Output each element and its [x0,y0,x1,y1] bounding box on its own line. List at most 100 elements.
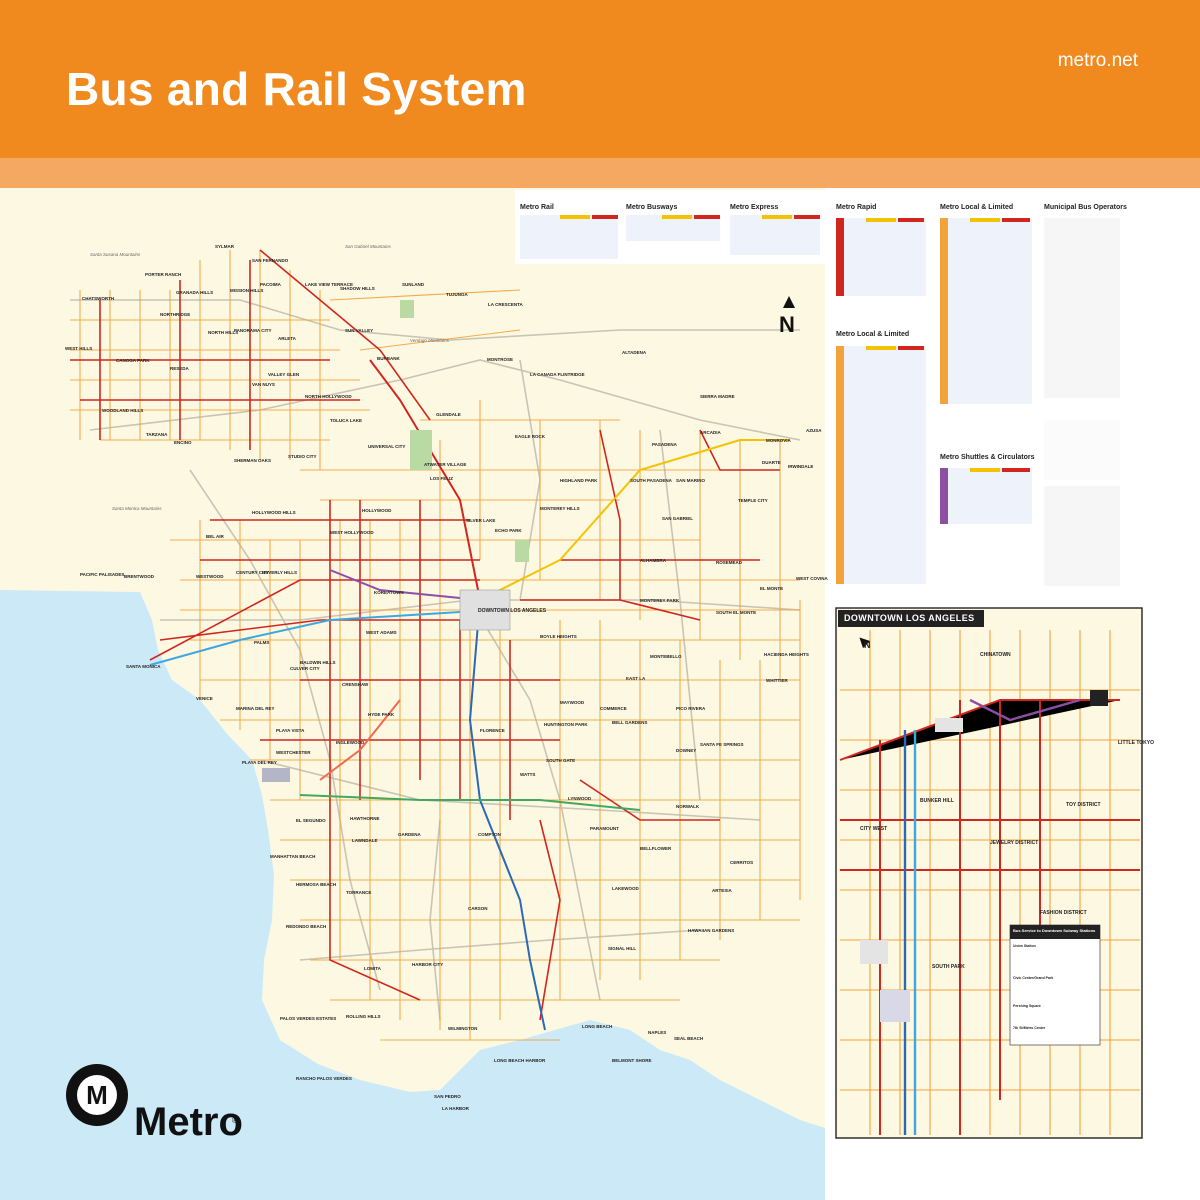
rapid-bus-lines [70,249,780,1021]
station-union[interactable]: Union Station [1013,944,1036,948]
table-header-bars [560,215,1030,472]
place-label: BELLFLOWER [640,846,672,851]
place-label: BELL GARDENS [612,720,648,725]
place-label: DOWNEY [676,748,697,753]
place-label: LAWNDALE [352,838,378,843]
place-label: SOUTH EL MONTE [716,610,757,615]
place-label: SANTA MONICA [126,664,161,669]
place-label: CULVER CITY [290,666,320,671]
place-label: SIERRA MADRE [700,394,735,399]
place-label: WEST ADAMS [366,630,397,635]
place-label: HAWTHORNE [350,816,380,821]
place-label: HYDE PARK [368,712,395,717]
place-label: WATTS [520,772,536,777]
place-label: NORWALK [676,804,700,809]
table-title-metro-shuttles: Metro Shuttles & Circulators [940,454,1035,461]
place-label: PACIFIC PALISADES [80,572,125,577]
place-label: VENICE [196,696,213,701]
place-label: CENTURY CITY [236,570,270,575]
north-label: N [779,312,795,337]
place-label: HAWAIIAN GARDENS [688,928,735,933]
downtown-label: DOWNTOWN LOS ANGELES [478,608,547,614]
place-label: PASADENA [652,442,677,447]
place-label: ECHO PARK [495,528,522,533]
place-label: SUNLAND [402,282,424,287]
place-label: SHADOW HILLS [340,286,375,291]
place-label: TARZANA [146,432,168,437]
local-bus-lines [70,250,801,1041]
place-label: SAN PEDRO [434,1094,461,1099]
mountain-label: San Gabriel Mountains [345,244,391,249]
place-label: ALHAMBRA [640,558,666,563]
place-label: WHITTIER [766,678,788,683]
station-7th-metro-center[interactable]: 7th St/Metro Center [1013,1026,1046,1030]
place-label: HIGHLAND PARK [560,478,598,483]
place-label: WEST HILLS [65,346,93,351]
table-title-municipal-operators: Municipal Bus Operators [1044,204,1127,211]
place-label: SANTA FE SPRINGS [700,742,744,747]
place-label: HERMOSA BEACH [296,882,337,887]
website-link[interactable]: metro.net [1057,50,1138,71]
place-label: BURBANK [377,356,400,361]
place-label: FLORENCE [480,728,505,733]
place-label: SYLMAR [215,244,234,249]
place-label: BALDWIN HILLS [300,660,336,665]
parks [400,300,529,562]
place-label: ROLLING HILLS [346,1014,381,1019]
place-label: BELMONT SHORE [612,1058,652,1063]
place-label: BEVERLY HILLS [262,570,298,575]
place-label: NORTHRIDGE [160,312,191,317]
place-label: PACOIMA [260,282,281,287]
downtown-inset-map[interactable] [835,607,1143,1139]
place-label: NORTH HOLLYWOOD [305,394,352,399]
place-label: ARLETA [278,336,296,341]
table-title-metro-local-limited-2: Metro Local & Limited [836,331,910,338]
place-label: BEL AIR [206,534,224,539]
place-label: EL SEGUNDO [296,818,326,823]
station-civic-center[interactable]: Civic Center/Grand Park [1013,976,1054,980]
downtown-hub[interactable] [459,589,511,631]
place-label: NORTH HILLS [208,330,239,335]
place-label: HOLLYWOOD [362,508,392,513]
place-label: MONTEREY PARK [640,598,680,603]
place-label: ATWATER VILLAGE [424,462,467,467]
place-label: SHERMAN OAKS [234,458,272,463]
place-label: REDONDO BEACH [286,924,327,929]
downtown-north-label: N [864,640,871,650]
place-label: HACIENDA HEIGHTS [764,652,809,657]
station-pershing-square[interactable]: Pershing Square [1013,1004,1041,1008]
place-label: SIGNAL HILL [608,946,637,951]
lax-airport [262,768,290,782]
schedule-tables [520,215,1120,586]
place-label: STUDIO CITY [288,454,317,459]
place-label: PORTER RANCH [145,272,182,277]
place-label: ARCADIA [700,430,721,435]
place-label: EAST LA [626,676,646,681]
place-label: PANORAMA CITY [234,328,272,333]
place-label: WEST HOLLYWOOD [330,530,374,535]
north-arrow-icon [783,296,795,308]
place-label: KOREATOWN [374,590,404,595]
place-label: WEST COVINA [796,576,828,581]
place-label: SOUTH PASADENA [630,478,672,483]
mountain-label: Verdugo Mountains [410,338,449,343]
place-label: HOLLYWOOD HILLS [252,510,296,515]
place-label: RANCHO PALOS VERDES [296,1076,352,1081]
table-title-metro-local-limited: Metro Local & Limited [940,204,1014,211]
system-map[interactable]: M [0,188,1200,1200]
pacific-ocean [0,590,825,1200]
district-label: LITTLE TOKYO [1118,740,1155,746]
place-label: SAN FERNANDO [252,258,289,263]
place-label: EL MONTE [760,586,784,591]
place-label: LA CRESCENTA [488,302,523,307]
place-label: MAYWOOD [560,700,585,705]
place-label: HARBOR CITY [412,962,444,967]
place-label: VALLEY GLEN [268,372,300,377]
place-label: BRENTWOOD [124,574,154,579]
place-label: MONTEBELLO [650,654,682,659]
table-title-metro-express: Metro Express [730,204,779,211]
place-label: TOLUCA LAKE [330,418,362,423]
place-label: PALOS VERDES ESTATES [280,1016,337,1021]
place-label: LAKEWOOD [612,886,639,891]
place-label: CARSON [468,906,488,911]
